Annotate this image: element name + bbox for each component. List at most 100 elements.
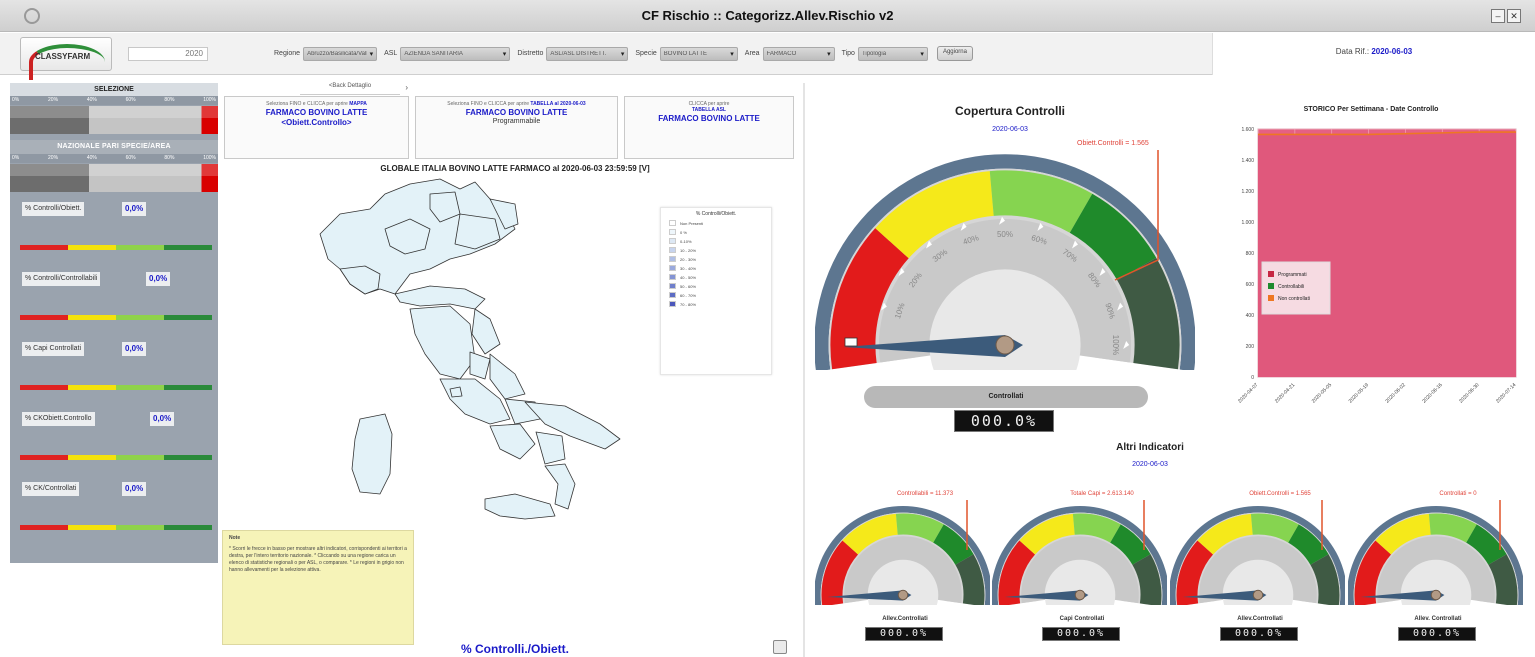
national-scale: 0%20%40%60%80%100%	[10, 154, 218, 163]
chevron-down-icon: ▾	[620, 50, 625, 58]
controlled-pill: Controllati	[864, 386, 1148, 408]
apply-button[interactable]: Aggiorna	[936, 46, 973, 61]
close-icon[interactable]: ✕	[1507, 9, 1521, 23]
gauge-band	[1069, 193, 1157, 281]
map-region	[484, 493, 556, 520]
reference-date-value: 2020-06-03	[1371, 47, 1413, 56]
box-subtitle: <Obiett.Controllo>	[281, 118, 352, 127]
chart-title: STORICO Per Settimana - Date Controllo	[1304, 106, 1439, 113]
gauge-band	[989, 170, 1093, 233]
scale-tick: 0%	[12, 97, 20, 103]
filter-select[interactable]: ASL/ASL DISTRETT. ▾	[546, 46, 629, 61]
legend-label: 0-10%	[680, 238, 692, 244]
small-gauge-lcd: 000.0%	[865, 627, 943, 641]
box-title: FARMACO BOVINO LATTE	[658, 114, 760, 123]
box-hint: CLICCA per aprire	[688, 101, 730, 107]
box-hint: Seleziona FINO e CLICCA per aprire TABEL…	[447, 101, 586, 107]
gauge-band	[842, 513, 898, 555]
small-gauge-caption: Allev.Controllati	[1237, 616, 1283, 622]
band-segment	[116, 455, 164, 460]
band-segment	[68, 245, 116, 250]
legend-title: % Controlli/Obiett.	[695, 211, 737, 217]
indicator-value: 0,0%	[122, 342, 147, 356]
legend-label: 30 - 40%	[680, 265, 697, 271]
map-region	[489, 423, 536, 460]
filter-select[interactable]: FARMACO▾	[762, 46, 835, 61]
app-icon	[24, 8, 40, 24]
x-tick-label: 2020-05-05	[1311, 382, 1333, 404]
gauge-tick-marker	[1123, 341, 1130, 349]
indicator-value: 0,0%	[122, 202, 147, 216]
filter-value: BOVINO LATTE	[663, 50, 708, 57]
filter-select[interactable]: AZIENDA SANITARIA▾	[400, 46, 511, 61]
other-indicators-title: Altri Indicatori	[1116, 442, 1184, 453]
filter-select[interactable]: BOVINO LATTE ▾	[659, 46, 738, 61]
legend-item: 30 - 40%	[669, 265, 771, 271]
open-asl-table-box[interactable]: CLICCA per aprire TABELLA ASL FARMACO BO…	[624, 96, 794, 159]
gauge-band	[1488, 554, 1518, 605]
map-region	[409, 305, 476, 380]
gauge-inner	[1377, 536, 1495, 604]
open-map-box[interactable]: Seleziona FINO e CLICCA per aprire MAPPA…	[224, 96, 409, 159]
filter-value: ASL/ASL DISTRETT.	[550, 50, 607, 57]
scale-tick: 100%	[203, 97, 216, 103]
note-title: Note	[229, 535, 241, 541]
filter-label: Distretto	[517, 50, 544, 57]
gauge-band	[1132, 554, 1162, 605]
filter-select[interactable]: Tipologia▾	[857, 46, 928, 61]
gauge-min-marker	[844, 337, 858, 347]
note-box: Note * Scorri le frecce in basso per mos…	[222, 530, 414, 645]
filter-label: Specie	[635, 50, 657, 57]
export-button[interactable]	[773, 640, 787, 654]
back-breadcrumb[interactable]: <Back Dettaglio ›	[300, 83, 408, 95]
italy-map[interactable]	[300, 174, 660, 524]
y-tick-label: 1.400	[1241, 158, 1254, 164]
gauge-tick-label: 100%	[1111, 335, 1120, 355]
minimize-icon[interactable]: –	[1491, 9, 1505, 23]
y-tick-label: 200	[1246, 344, 1255, 350]
legend-item: 20 - 30%	[669, 256, 771, 262]
gauge-band	[1354, 540, 1392, 605]
small-gauge-top-label: Totale Capi = 2.613.140	[1070, 491, 1134, 497]
chevron-down-icon: ▾	[730, 50, 734, 58]
indicator-color-band	[20, 525, 212, 530]
band-segment	[116, 525, 164, 530]
box-title: FARMACO BOVINO LATTE	[465, 108, 568, 117]
gauge-band	[1250, 513, 1299, 543]
small-gauge	[992, 500, 1167, 605]
small-gauge-lcd: 000.0%	[1220, 627, 1298, 641]
band-segment	[164, 525, 212, 530]
window-controls: – ✕	[1491, 9, 1521, 23]
legend-label: Programmati	[1278, 272, 1307, 278]
window-title: CF Rischio :: Categorizz.Allev.Rischio v…	[641, 8, 894, 23]
indicator-row: % Controlli/Obiett.0,0%	[10, 192, 218, 262]
map-region	[429, 191, 461, 223]
gauge-needle-hub	[1252, 589, 1264, 601]
band-segment	[116, 245, 164, 250]
gauge-tick-marker	[960, 222, 967, 231]
gauge-band	[875, 171, 994, 259]
legend-swatch	[1268, 283, 1274, 289]
gauge-needle	[1360, 590, 1445, 601]
selection-scale: 0%20%40%60%80%100%	[10, 96, 218, 105]
filter-select[interactable]: Abruzzo/Basilicata/Valle▾	[303, 46, 378, 61]
gauge-tick-marker	[1037, 222, 1044, 231]
gauge-tick-marker	[898, 267, 905, 276]
gauge-band	[895, 513, 944, 543]
legend-label: Non Presenti	[680, 220, 704, 226]
panel-divider	[803, 83, 805, 657]
legend-item: 40 - 50%	[669, 274, 771, 280]
indicator-label: % CKObiett.Controllo	[22, 412, 95, 426]
open-table-box[interactable]: Seleziona FINO e CLICCA per aprire TABEL…	[415, 96, 618, 159]
band-segment	[116, 385, 164, 390]
gauge-band	[821, 540, 859, 605]
legend-label: 0 %	[680, 229, 687, 235]
gauge-band	[1428, 513, 1477, 543]
legend-item: 0 %	[669, 229, 771, 235]
year-input[interactable]: 2020	[128, 47, 208, 61]
coverage-gauge: 10%20%30%40%50%60%70%80%90%100%	[815, 150, 1195, 370]
